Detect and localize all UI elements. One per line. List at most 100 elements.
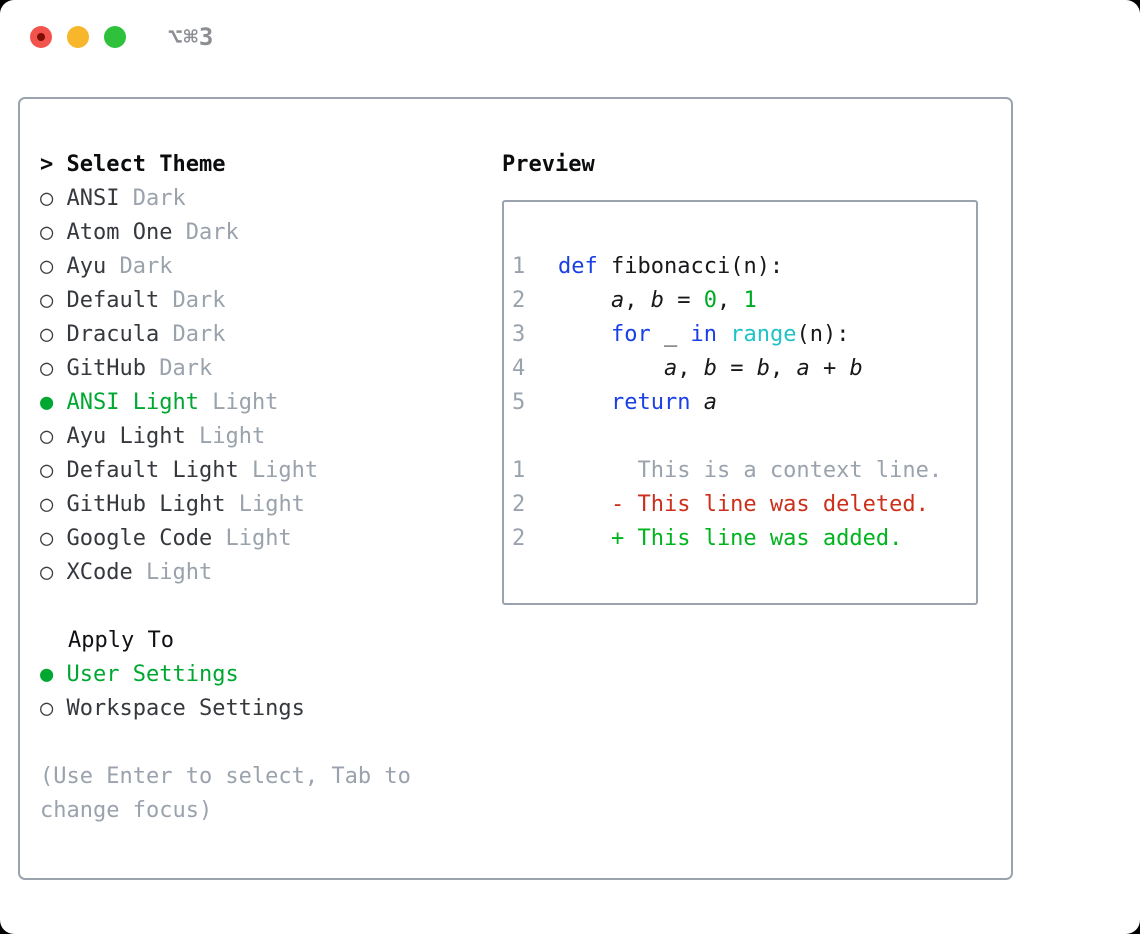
code-line: 2 a, b = 0, 1 (512, 284, 976, 318)
code-token (558, 288, 611, 313)
code-token: for (610, 322, 651, 347)
code-token: = (663, 288, 704, 313)
theme-name: Default Light (66, 458, 239, 483)
theme-option-ayu[interactable]: ○ Ayu Dark (40, 250, 502, 284)
theme-variant: Dark (172, 288, 226, 313)
select-theme-title: Select Theme (66, 152, 226, 177)
code-token: , (624, 288, 651, 313)
line-number: 3 (512, 322, 526, 347)
code-token (558, 356, 664, 381)
code-token (558, 390, 611, 415)
theme-variant: Light (225, 526, 292, 551)
theme-name: Atom One (66, 220, 173, 245)
line-number: 1 (512, 458, 526, 483)
radio-unselected-icon: ○ (40, 696, 54, 721)
apply-option-user-settings[interactable]: ● User Settings (40, 658, 502, 692)
apply-option-workspace-settings[interactable]: ○ Workspace Settings (40, 692, 502, 726)
zoom-button[interactable] (104, 26, 126, 48)
theme-variant: Dark (172, 322, 226, 347)
theme-name: Google Code (66, 526, 213, 551)
code-token: + (809, 356, 850, 381)
code-token (558, 322, 611, 347)
code-token: a (703, 390, 717, 415)
theme-variant: Light (238, 492, 305, 517)
line-number: 2 (512, 288, 526, 313)
radio-unselected-icon: ○ (40, 220, 54, 245)
theme-name: GitHub Light (66, 492, 226, 517)
select-theme-header: > Select Theme (40, 148, 502, 182)
prompt-icon: > (40, 152, 67, 177)
code-token: fibonacci(n): (597, 254, 784, 279)
code-token: in (690, 322, 717, 347)
theme-name: ANSI Light (66, 390, 199, 415)
theme-variant: Dark (119, 254, 173, 279)
code-token: + This line was added. (558, 526, 903, 551)
line-number: 5 (512, 390, 526, 415)
preview-header: Preview (502, 152, 595, 177)
code-token: a (663, 356, 678, 381)
code-token: b (650, 288, 664, 313)
theme-option-github-light[interactable]: ○ GitHub Light Light (40, 488, 502, 522)
code-token: _ (650, 322, 691, 347)
diff-context-line: 1 This is a context line. (512, 454, 976, 488)
code-line: 5 return a (512, 386, 976, 420)
radio-unselected-icon: ○ (40, 288, 54, 313)
theme-name: Ayu (66, 254, 107, 279)
code-token: return (610, 390, 691, 415)
apply-to-options: ● User Settings○ Workspace Settings (40, 658, 502, 726)
theme-option-ansi-light[interactable]: ● ANSI Light Light (40, 386, 502, 420)
theme-list: ○ ANSI Dark○ Atom One Dark○ Ayu Dark○ De… (40, 182, 502, 590)
theme-variant: Light (145, 560, 213, 585)
code-token: a (610, 288, 625, 313)
theme-variant: Dark (185, 220, 239, 245)
theme-variant: Dark (159, 356, 213, 381)
apply-option-label: User Settings (66, 662, 239, 687)
theme-option-default[interactable]: ○ Default Dark (40, 284, 502, 318)
code-token (717, 322, 730, 347)
minimize-button[interactable] (67, 26, 89, 48)
apply-to-section: Apply To ● User Settings○ Workspace Sett… (40, 624, 502, 726)
theme-option-xcode[interactable]: ○ XCode Light (40, 556, 502, 590)
titlebar: ⌥⌘3 (0, 0, 1140, 74)
code-token: b (756, 356, 770, 381)
theme-option-ansi[interactable]: ○ ANSI Dark (40, 182, 502, 216)
code-line: 4 a, b = b, a + b (512, 352, 976, 386)
radio-unselected-icon: ○ (40, 322, 54, 347)
keyboard-hint: (Use Enter to select, Tab to change focu… (40, 764, 411, 823)
close-dot-icon (37, 33, 45, 41)
radio-unselected-icon: ○ (40, 458, 54, 483)
theme-option-github[interactable]: ○ GitHub Dark (40, 352, 502, 386)
theme-option-google-code[interactable]: ○ Google Code Light (40, 522, 502, 556)
close-button[interactable] (30, 26, 52, 48)
theme-option-default-light[interactable]: ○ Default Light Light (40, 454, 502, 488)
code-token: , (769, 356, 797, 381)
theme-option-atom-one[interactable]: ○ Atom One Dark (40, 216, 502, 250)
radio-selected-icon: ● (40, 390, 54, 415)
radio-unselected-icon: ○ (40, 254, 54, 279)
radio-unselected-icon: ○ (40, 186, 54, 211)
code-token: 1 (743, 288, 757, 313)
apply-option-label: Workspace Settings (66, 696, 305, 721)
line-number: 2 (512, 526, 526, 551)
radio-unselected-icon: ○ (40, 526, 54, 551)
theme-variant: Dark (132, 186, 186, 211)
theme-name: Ayu Light (66, 424, 186, 449)
code-token: b (849, 356, 863, 381)
theme-variant: Light (212, 390, 279, 415)
apply-to-header: Apply To (68, 628, 174, 653)
blank-line (512, 420, 976, 454)
code-token: = (716, 356, 757, 381)
traffic-lights (30, 26, 141, 48)
code-token: , (677, 356, 704, 381)
line-number: 2 (512, 492, 526, 517)
diff-deleted-line: 2 - This line was deleted. (512, 488, 976, 522)
theme-selector-panel: > Select Theme ○ ANSI Dark○ Atom One Dar… (18, 97, 1013, 880)
theme-option-ayu-light[interactable]: ○ Ayu Light Light (40, 420, 502, 454)
theme-variant: Light (251, 458, 319, 483)
theme-option-dracula[interactable]: ○ Dracula Dark (40, 318, 502, 352)
